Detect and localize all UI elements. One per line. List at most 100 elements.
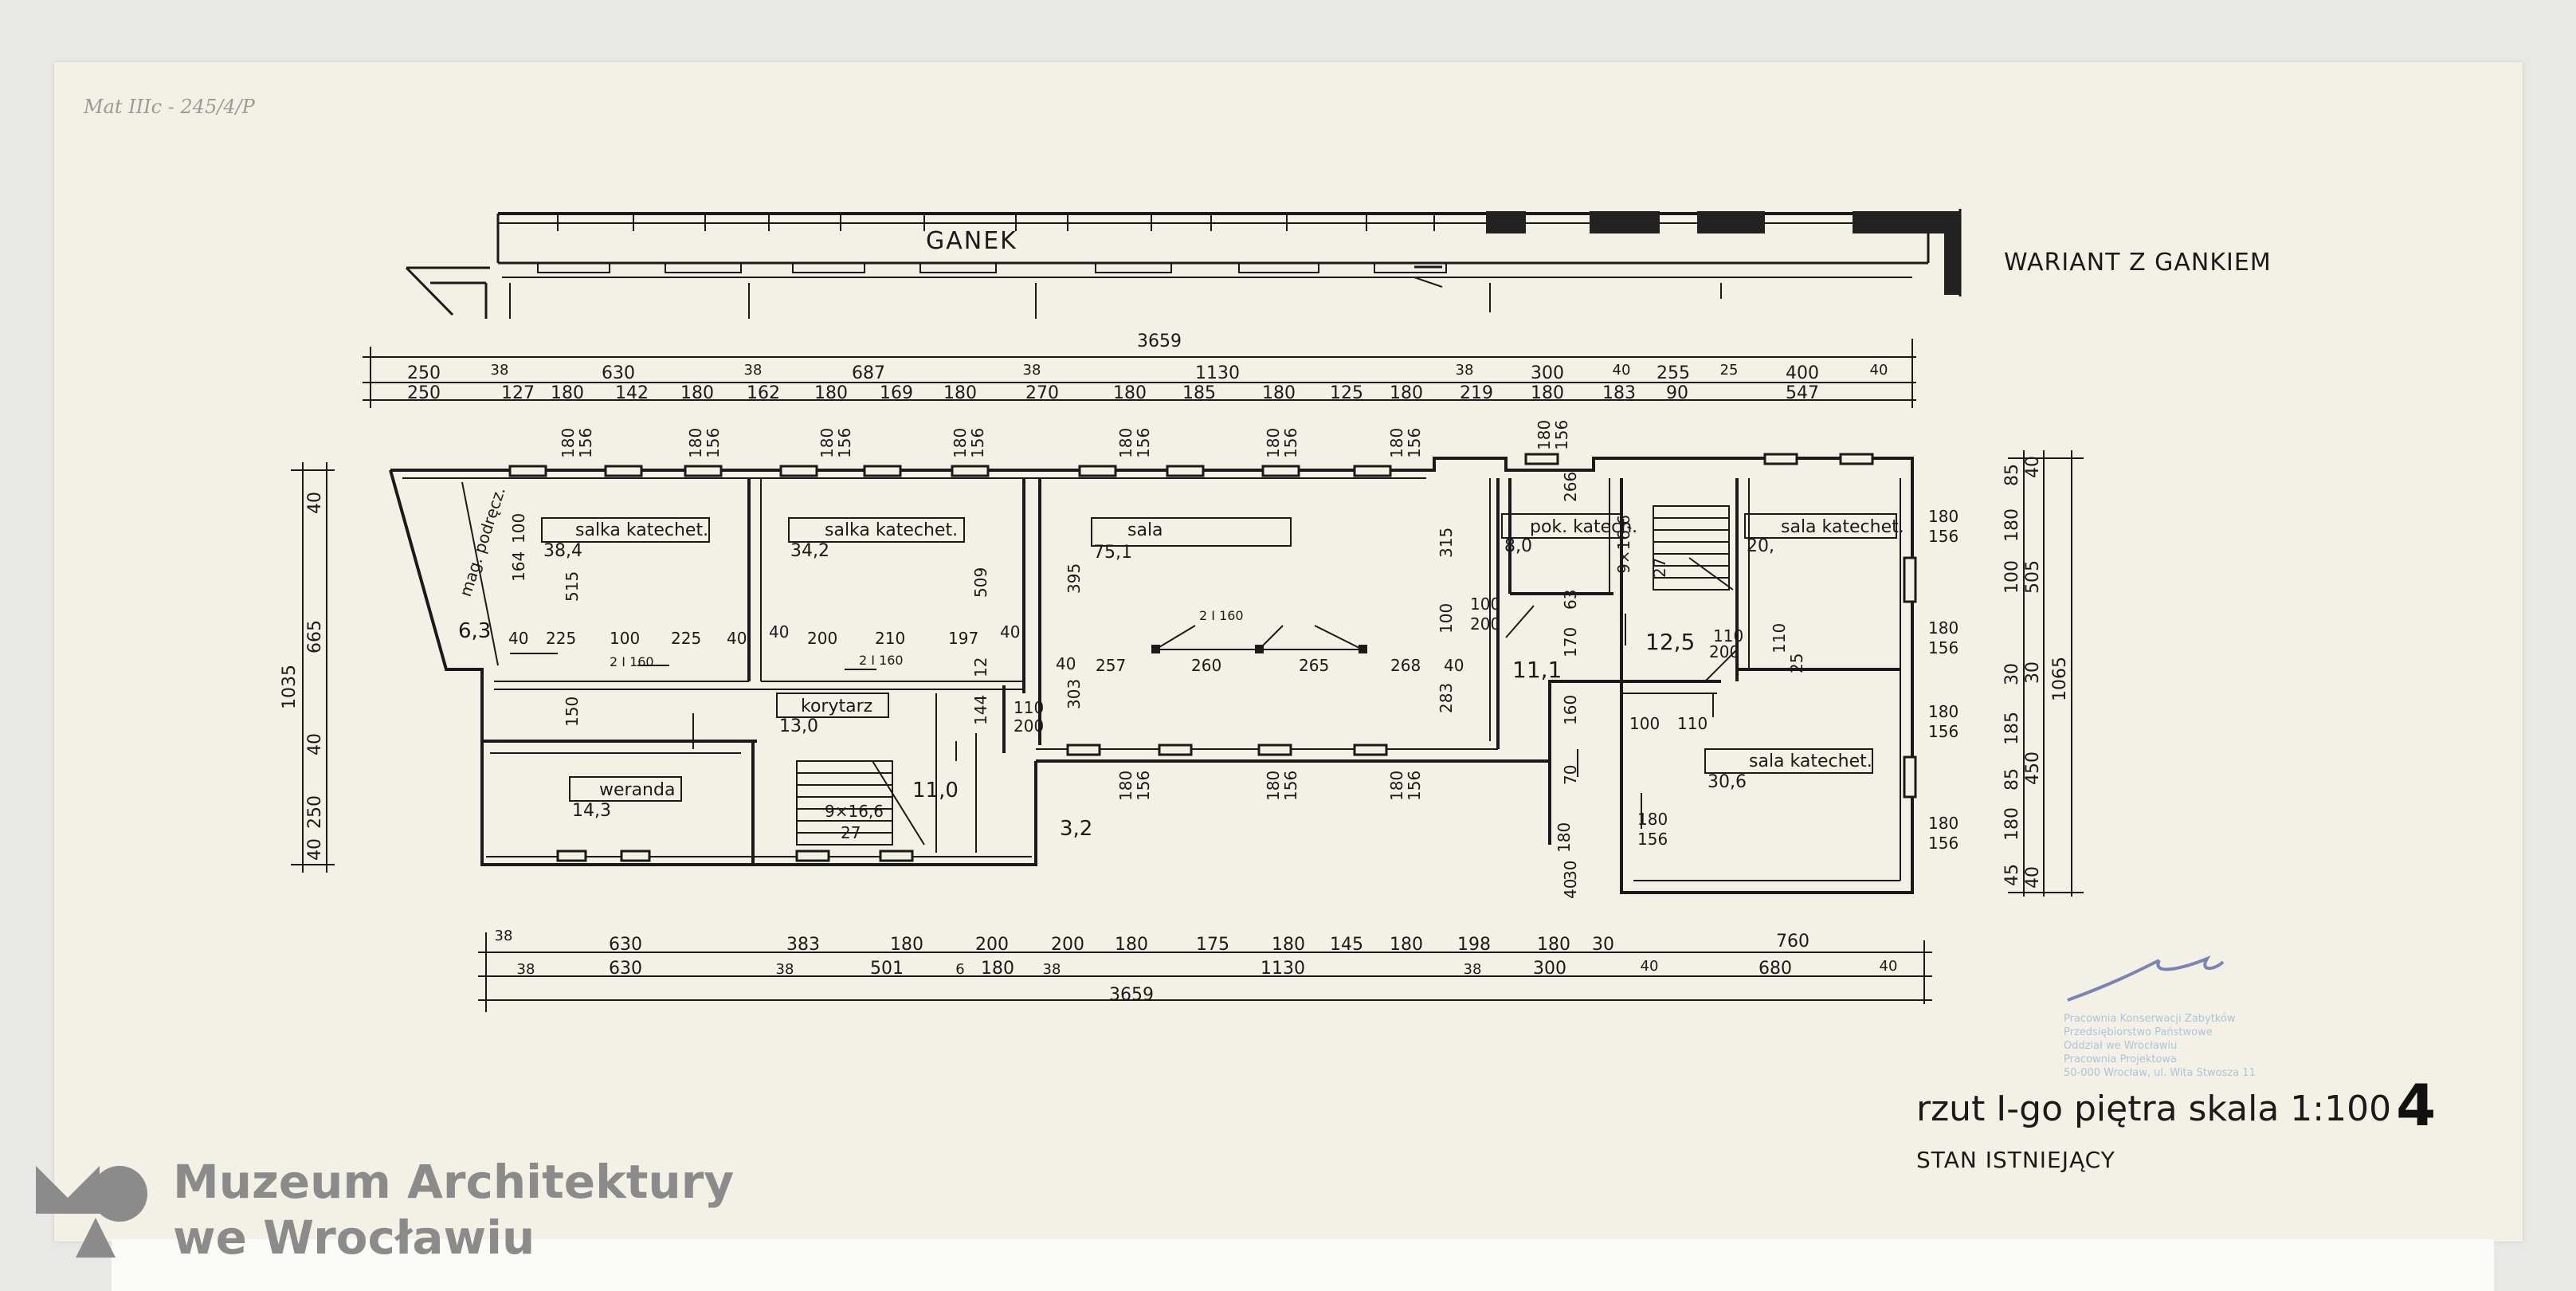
dim-window: 180: [817, 428, 837, 458]
dim-interior: 100: [1629, 714, 1660, 733]
dim-top-2: 180: [680, 383, 714, 403]
dim-bottom-1: 175: [1196, 935, 1229, 955]
dim-bottom-2: 38: [1043, 961, 1061, 978]
dim-window: 180: [1637, 810, 1668, 829]
sheet-number: 4: [2396, 1072, 2437, 1139]
stairs-left-count: 9×16,6: [825, 802, 884, 821]
museum-watermark: Muzeum Architektury we Wrocławiu: [28, 1154, 734, 1265]
dim-window: 180: [951, 428, 970, 458]
dim-top-1: 687: [852, 363, 885, 383]
dim-top-1: 630: [602, 363, 635, 383]
dim-right-inner: 30: [2002, 663, 2022, 685]
dim-top-1: 38: [1023, 362, 1041, 379]
dim-right-inner: 185: [2002, 712, 2022, 745]
stairs-left-depth: 27: [841, 823, 861, 842]
room-area-classroom-3: 20,: [1747, 536, 1774, 556]
dim-bottom-2: 1130: [1261, 959, 1305, 979]
dim-window: 180: [1535, 420, 1554, 450]
dim-bottom-1: 180: [1272, 935, 1305, 955]
drawing-sheet: [54, 62, 2523, 1242]
room-area-veranda: 14,3: [572, 801, 611, 821]
stamp-line: 50-000 Wrocław, ul. Wita Stwosza 11: [2064, 1067, 2256, 1079]
stamp-line: Pracownia Konserwacji Zabytków: [2064, 1013, 2236, 1025]
room-area-stairs-left: 11,0: [912, 779, 959, 802]
beam-label-hall: 2 I 160: [1199, 608, 1244, 623]
dim-right-inner: 180: [2002, 508, 2022, 542]
stairs-right-count: 9×16,6: [1614, 515, 1633, 574]
dim-top-1: 40: [1613, 362, 1631, 379]
dim-window: 180: [1264, 771, 1283, 801]
dim-top-2: 180: [1531, 383, 1564, 403]
dim-window: 180: [1928, 814, 1958, 833]
dim-interior: 40: [508, 629, 528, 648]
dim-window: 156: [1928, 722, 1958, 741]
dim-top-2: 183: [1602, 383, 1636, 403]
dim-interior: 150: [563, 697, 582, 727]
dim-top-1: 255: [1657, 363, 1690, 383]
dim-bottom-1: 200: [975, 935, 1009, 955]
dim-interior: 110: [1677, 714, 1708, 733]
room-area-catechist-office: 8,0: [1504, 536, 1532, 556]
dim-window: 156: [1552, 420, 1571, 450]
dim-window: 180: [1555, 822, 1574, 853]
dim-window: 156: [1281, 771, 1300, 801]
dim-top-2: 162: [747, 383, 780, 403]
dim-bottom-1: 30: [1592, 935, 1614, 955]
room-area-hall: 75,1: [1093, 543, 1132, 563]
dim-top-1: 38: [1456, 362, 1474, 379]
dim-top-2: 90: [1666, 383, 1688, 403]
dim-window: 180: [686, 428, 705, 458]
beams: [637, 625, 1367, 670]
dim-window: 180: [1116, 771, 1135, 801]
title-block: rzut I-go piętra skala 1:1004 STAN ISTNI…: [1916, 1072, 2436, 1173]
dim-bottom-1: 180: [1390, 935, 1423, 955]
dim-interior: 257: [1096, 656, 1126, 675]
windows-top: [508, 453, 1917, 799]
dim-interior: 40: [1561, 879, 1580, 899]
dim-bottom-total: 3659: [1109, 985, 1154, 1005]
dim-interior: 40: [1444, 656, 1464, 675]
dim-interior: 197: [948, 629, 978, 648]
dim-top-1: 40: [1870, 362, 1888, 379]
dim-interior: 303: [1065, 679, 1084, 709]
dim-top-1: 38: [491, 362, 509, 379]
balcony-label: GANEK: [926, 227, 1017, 255]
dim-interior: 225: [671, 629, 701, 648]
museum-name-line-2: we Wrocławiu: [173, 1211, 535, 1265]
dim-interior: 12: [971, 657, 990, 677]
dim-interior: 170: [1561, 627, 1580, 657]
dim-window: 156: [1134, 771, 1153, 801]
dim-bottom-2: 38: [517, 961, 535, 978]
dim-top-2: 219: [1460, 383, 1493, 403]
dim-interior: 260: [1191, 656, 1221, 675]
stamp-line: Oddział we Wrocławiu: [2064, 1040, 2178, 1052]
dim-bottom-2: 38: [1464, 961, 1482, 978]
room-area-classroom-2: 34,2: [790, 541, 829, 561]
dim-interior: 210: [875, 629, 905, 648]
room-area-wc: 3,2: [1060, 817, 1092, 841]
dim-bottom-2: 40: [1641, 958, 1659, 975]
dim-interior: 40: [727, 629, 747, 648]
room-area-classroom-1: 38,4: [543, 541, 582, 561]
stairs-right-depth: 27: [1650, 558, 1669, 578]
dim-interior: 110: [1713, 626, 1743, 646]
dim-top-1: 300: [1531, 363, 1564, 383]
dim-interior: 144: [971, 695, 990, 725]
room-name-corridor: korytarz: [801, 697, 872, 716]
room-area-classroom-4: 30,6: [1708, 772, 1747, 792]
dim-interior: 40: [1056, 654, 1076, 673]
dim-window: 180: [1264, 428, 1283, 458]
dim-left-total: 1035: [280, 665, 300, 709]
dim-top-2: 180: [1390, 383, 1423, 403]
dim-bottom-1: 145: [1330, 935, 1363, 955]
dim-bottom-1: 760: [1776, 932, 1809, 952]
dim-interior: 283: [1437, 683, 1456, 713]
dim-window: 156: [1134, 428, 1153, 458]
museum-name-line-1: Muzeum Architektury: [173, 1155, 735, 1209]
dim-bottom-1: 180: [1537, 935, 1570, 955]
dim-interior: 40: [1000, 622, 1020, 642]
dim-interior: 100: [1470, 594, 1500, 614]
dim-interior: 160: [1561, 695, 1580, 725]
stamp-line: Pracownia Projektowa: [2064, 1054, 2178, 1065]
dim-interior: 515: [563, 571, 582, 602]
